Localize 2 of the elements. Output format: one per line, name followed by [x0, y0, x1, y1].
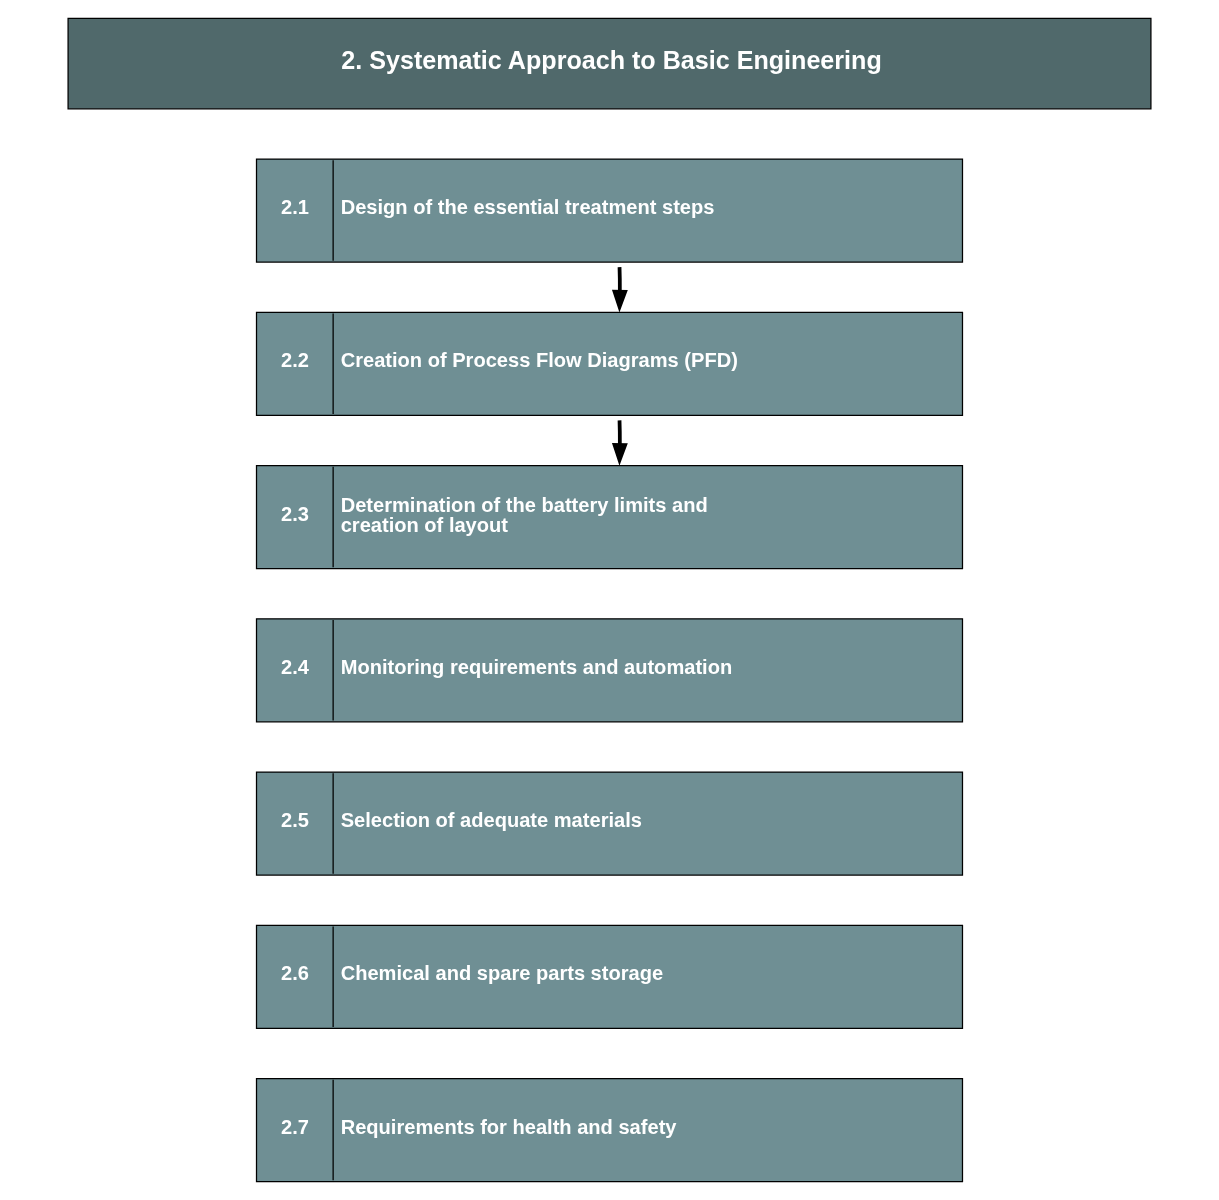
arrow	[611, 420, 628, 466]
arrow	[611, 267, 628, 313]
